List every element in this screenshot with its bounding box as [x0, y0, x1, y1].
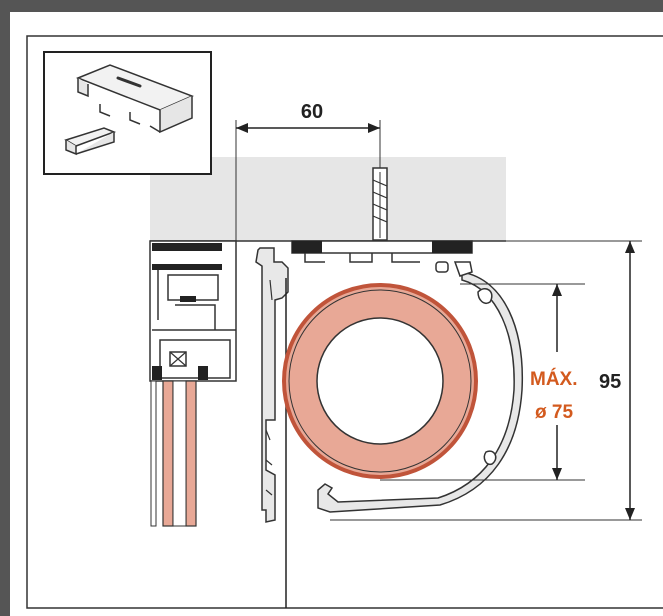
mounting-rail	[291, 240, 473, 273]
bracket-inset	[43, 51, 212, 175]
dimension-width: 60	[236, 101, 381, 168]
mounting-bracket-icon	[64, 64, 194, 156]
max-label: MÁX.	[530, 368, 578, 390]
side-profile	[255, 247, 289, 523]
width-value: 60	[301, 101, 323, 123]
glass-panes	[150, 380, 197, 527]
max-diameter-value: ø 75	[535, 402, 573, 423]
front-cover	[317, 261, 524, 513]
dimension-height: 95	[330, 240, 642, 521]
dimension-roll-max: MÁX. ø 75	[380, 283, 585, 481]
wall-anchor	[372, 167, 388, 241]
window-frame	[149, 240, 237, 382]
height-value: 95	[599, 371, 621, 393]
shutter-roll	[282, 283, 478, 479]
